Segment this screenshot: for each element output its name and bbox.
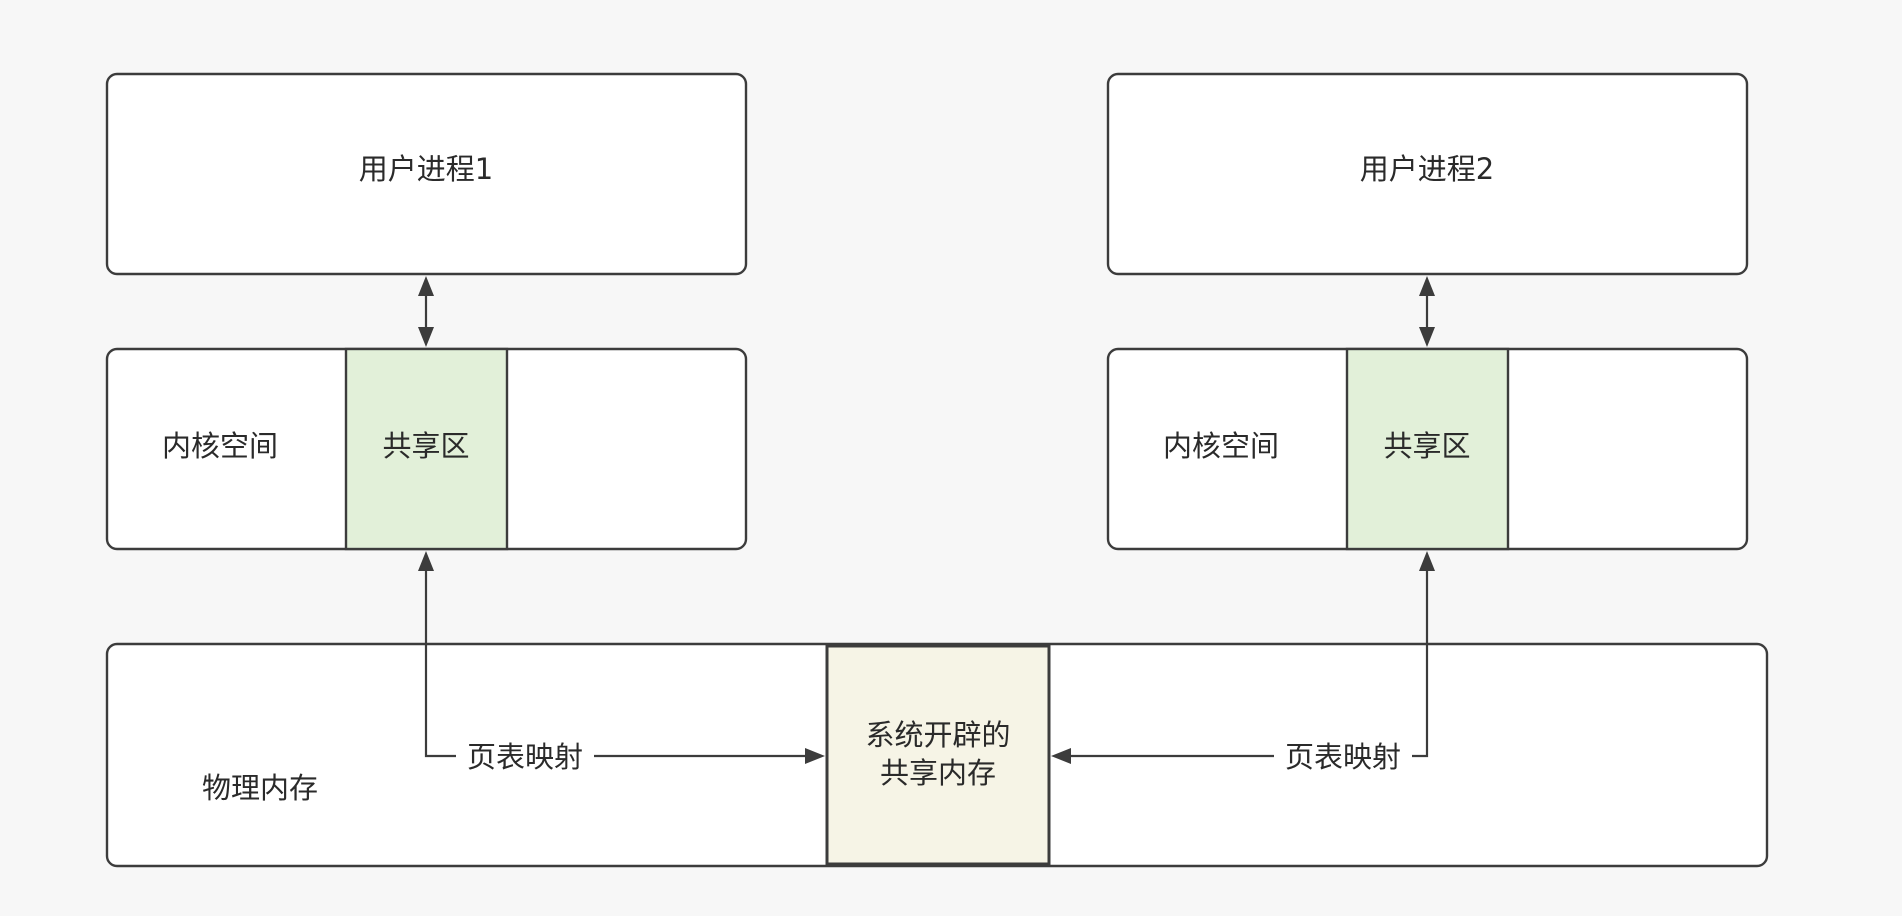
arrowhead-up-2: [1419, 276, 1435, 296]
kernel-space-2-node: 内核空间 共享区: [1106, 347, 1749, 551]
arrowhead-up-1: [418, 276, 434, 296]
arrowhead-down-1: [418, 327, 434, 347]
page-mapping-1-path: [424, 570, 805, 758]
shared-area-2-box: [1345, 347, 1510, 551]
user-process-1-node: 用户进程1: [105, 72, 748, 276]
shared-memory-node: 系统开辟的 共享内存: [825, 644, 1051, 866]
page-mapping-2-label-bg: [1274, 736, 1412, 776]
shared-area-2-label: 共享区: [1383, 429, 1470, 463]
user-process-2-label: 用户进程2: [1360, 152, 1494, 186]
physical-memory-label: 物理内存: [202, 771, 318, 805]
arrowhead-to-shared-memory-right: [1051, 748, 1071, 764]
shared-memory-box: [825, 644, 1051, 866]
page-mapping-1-connector: 页表映射: [418, 551, 825, 776]
user-process-2-box: [1106, 72, 1749, 276]
shared-area-1-label: 共享区: [382, 429, 469, 463]
shared-memory-label-line1: 系统开辟的: [865, 718, 1010, 752]
page-mapping-2-label: 页表映射: [1285, 740, 1401, 774]
shared-area-1-box: [344, 347, 509, 551]
bidirectional-arrow-2: [1419, 276, 1435, 347]
user-process-1-box: [105, 72, 748, 276]
page-mapping-1-label-bg: [456, 736, 594, 776]
user-process-1-label: 用户进程1: [359, 152, 493, 186]
arrowhead-to-shared-area-1: [418, 551, 434, 571]
page-mapping-2-path: [1071, 570, 1429, 758]
shared-memory-label-line2: 共享内存: [880, 756, 996, 790]
arrowhead-to-shared-memory-left: [805, 748, 825, 764]
kernel-space-1-label: 内核空间: [162, 429, 278, 463]
arrowhead-down-2: [1419, 327, 1435, 347]
kernel-space-1-node: 内核空间 共享区: [105, 347, 748, 551]
kernel-space-2-label: 内核空间: [1163, 429, 1279, 463]
page-mapping-1-label: 页表映射: [467, 740, 583, 774]
page-mapping-2-connector: 页表映射: [1051, 551, 1435, 776]
bidirectional-arrow-1: [418, 276, 434, 347]
user-process-2-node: 用户进程2: [1106, 72, 1749, 276]
arrowhead-to-shared-area-2: [1419, 551, 1435, 571]
